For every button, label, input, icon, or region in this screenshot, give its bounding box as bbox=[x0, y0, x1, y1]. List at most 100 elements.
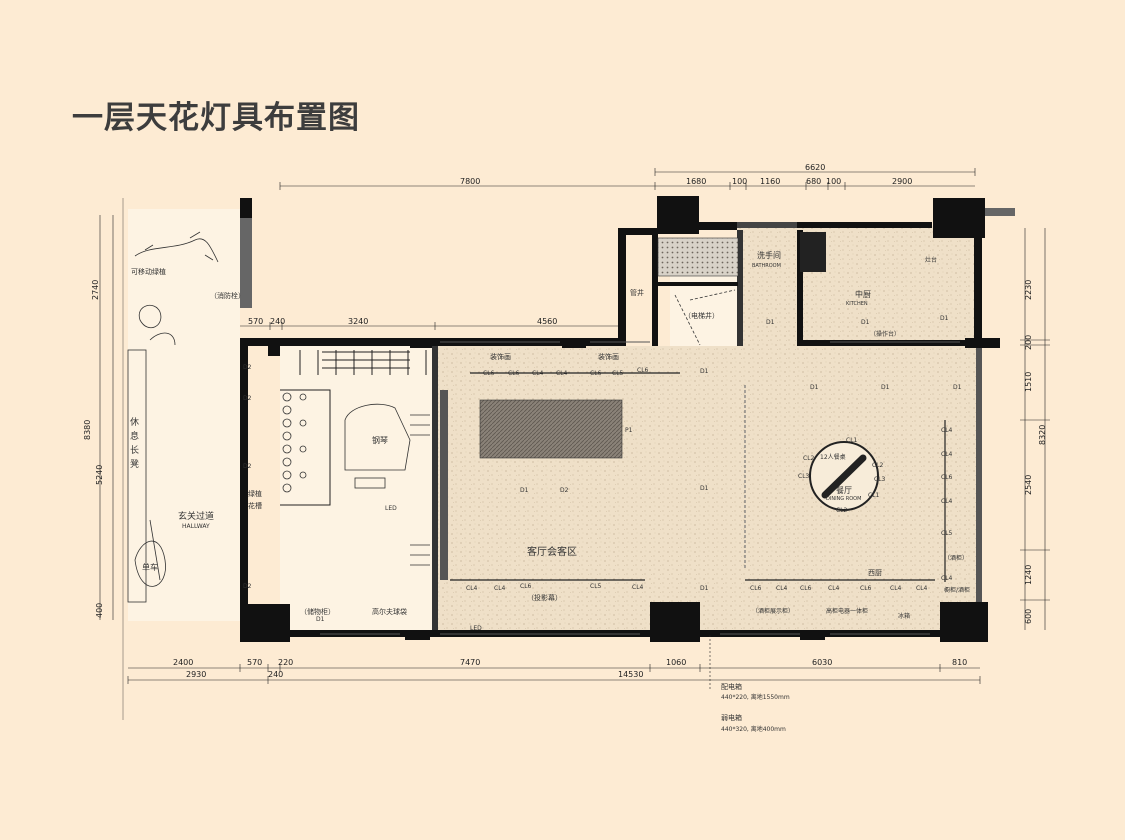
light-cl3: CL3 bbox=[798, 473, 810, 480]
weak-current-box-title: 弱电箱 bbox=[721, 713, 742, 722]
dim-1510: 1510 bbox=[1024, 372, 1033, 392]
light-cl6: CL6 bbox=[637, 367, 649, 374]
tall-cabinet-label: 高柜电器一体柜 bbox=[826, 607, 868, 615]
fire-hydrant-label: （消防栓） bbox=[210, 291, 245, 300]
dim-5240: 5240 bbox=[95, 465, 104, 485]
room-labels: 可移动绿植 （消防栓） 休 息 长 凳 玄关过道 HALLWAY 绿植 花槽 单… bbox=[130, 250, 970, 620]
wine-cabinet-label: （酒柜） bbox=[944, 554, 968, 562]
movable-plant-label: 可移动绿植 bbox=[131, 267, 166, 276]
dim-220: 220 bbox=[278, 658, 293, 667]
storage-cabinet-label: （储物柜） bbox=[300, 607, 335, 616]
sink-label: 灶台 bbox=[925, 256, 937, 264]
dim-6620: 6620 bbox=[805, 163, 825, 172]
light-cl4: CL4 bbox=[632, 584, 644, 591]
electrical-notes: 配电箱 440*220, 离地1550mm 弱电箱 440*320, 离地400… bbox=[721, 682, 790, 733]
light-cl4: CL4 bbox=[916, 585, 928, 592]
light-p1: P1 bbox=[625, 427, 633, 434]
dining-table-label: 12人餐桌 bbox=[820, 453, 846, 461]
dim-240-top: 240 bbox=[270, 317, 285, 326]
light-cl6: CL6 bbox=[800, 585, 812, 592]
dim-600: 600 bbox=[1024, 609, 1033, 624]
light-d2: D2 bbox=[560, 487, 569, 494]
flow-arrows bbox=[410, 414, 430, 566]
dim-2740: 2740 bbox=[91, 280, 100, 300]
dim-570-top: 570 bbox=[248, 317, 263, 326]
projector-label: （投影幕） bbox=[527, 593, 562, 602]
windows bbox=[320, 341, 980, 635]
light-cl4: CL4 bbox=[828, 585, 840, 592]
light-d1: D1 bbox=[881, 384, 890, 391]
rest-bench-char-1: 休 bbox=[130, 416, 139, 428]
dim-7800: 7800 bbox=[460, 177, 480, 186]
carpet bbox=[479, 399, 623, 459]
dim-3240: 3240 bbox=[348, 317, 368, 326]
living-area-label: 客厅会客区 bbox=[527, 545, 577, 558]
light-cl4: CL4 bbox=[494, 585, 506, 592]
dim-1160: 1160 bbox=[760, 177, 780, 186]
page-title: 一层天花灯具布置图 bbox=[72, 100, 360, 136]
dim-100b: 100 bbox=[826, 177, 841, 186]
dim-810: 810 bbox=[952, 658, 967, 667]
light-cl5: CL5 bbox=[941, 530, 953, 537]
light-labels: CL6 CL6 CL4 CL4 CL6 CL5 CL6 P1 D1 D2 D1 … bbox=[243, 315, 962, 632]
light-cl4: CL4 bbox=[466, 585, 478, 592]
dining-table bbox=[809, 441, 879, 511]
dim-14530: 14530 bbox=[618, 670, 643, 679]
light-cl4: CL4 bbox=[776, 585, 788, 592]
piano-label: 钢琴 bbox=[372, 435, 388, 445]
dim-6030: 6030 bbox=[812, 658, 832, 667]
dim-680: 680 bbox=[806, 177, 821, 186]
dimension-labels: 7800 6620 1680 100 1160 680 100 2900 570… bbox=[83, 163, 1047, 679]
light-led: LED bbox=[385, 505, 397, 512]
light-cl6: CL6 bbox=[860, 585, 872, 592]
light-cl6: CL6 bbox=[941, 474, 953, 481]
light-cl1: CL1 bbox=[846, 437, 858, 444]
light-cl6: CL6 bbox=[590, 370, 602, 377]
hallway-en-label: HALLWAY bbox=[182, 523, 210, 530]
green-plant-label: 绿植 bbox=[248, 489, 262, 498]
light-cl4: CL4 bbox=[941, 427, 953, 434]
light-cl4: CL4 bbox=[556, 370, 568, 377]
light-cl6: CL6 bbox=[508, 370, 520, 377]
piano bbox=[344, 403, 411, 489]
light-d1: D1 bbox=[700, 368, 709, 375]
deco-painting-1: 装饰画 bbox=[490, 352, 511, 361]
light-d2: D2 bbox=[243, 364, 252, 371]
golf-bag-label: 高尔夫球袋 bbox=[372, 607, 407, 616]
light-cl6: CL6 bbox=[750, 585, 762, 592]
light-cl4: CL4 bbox=[890, 585, 902, 592]
pipe-block bbox=[800, 232, 826, 272]
dim-8320: 8320 bbox=[1038, 425, 1047, 445]
rest-bench-char-3: 长 bbox=[130, 444, 139, 456]
light-cl5: CL5 bbox=[612, 370, 624, 377]
dining-label: 餐厅 bbox=[836, 486, 852, 495]
dim-2900: 2900 bbox=[892, 177, 912, 186]
distribution-box-spec: 440*220, 离地1550mm bbox=[721, 693, 790, 701]
light-d1: D1 bbox=[953, 384, 962, 391]
dim-240-bottom: 240 bbox=[268, 670, 283, 679]
hallway-label: 玄关过道 bbox=[178, 510, 214, 522]
dim-1060: 1060 bbox=[666, 658, 686, 667]
dim-1240: 1240 bbox=[1024, 565, 1033, 585]
light-d1: D1 bbox=[940, 315, 949, 322]
deco-painting-2: 装饰画 bbox=[598, 352, 619, 361]
kitchen-counter-label: （操作台） bbox=[870, 330, 900, 338]
planter-label: 花槽 bbox=[248, 501, 262, 510]
side-cabinet-label: 橱柜/酒柜 bbox=[944, 586, 970, 594]
elevator-shaft bbox=[674, 289, 736, 346]
light-cl4: CL4 bbox=[941, 498, 953, 505]
light-cl3: CL3 bbox=[874, 476, 886, 483]
light-cl4: CL4 bbox=[532, 370, 544, 377]
dimension-lines bbox=[99, 168, 1050, 720]
light-cl5: CL5 bbox=[590, 583, 602, 590]
dim-400: 400 bbox=[95, 603, 104, 618]
pipe-shaft-label: 管井 bbox=[630, 288, 644, 297]
dim-2540: 2540 bbox=[1024, 475, 1033, 495]
light-d2: D2 bbox=[243, 395, 252, 402]
linear-lights bbox=[450, 372, 946, 582]
rest-bench-char-2: 息 bbox=[130, 430, 139, 442]
dim-4560: 4560 bbox=[537, 317, 557, 326]
dim-100a: 100 bbox=[732, 177, 747, 186]
tv-wall bbox=[440, 390, 448, 580]
light-d2: D2 bbox=[243, 463, 252, 470]
